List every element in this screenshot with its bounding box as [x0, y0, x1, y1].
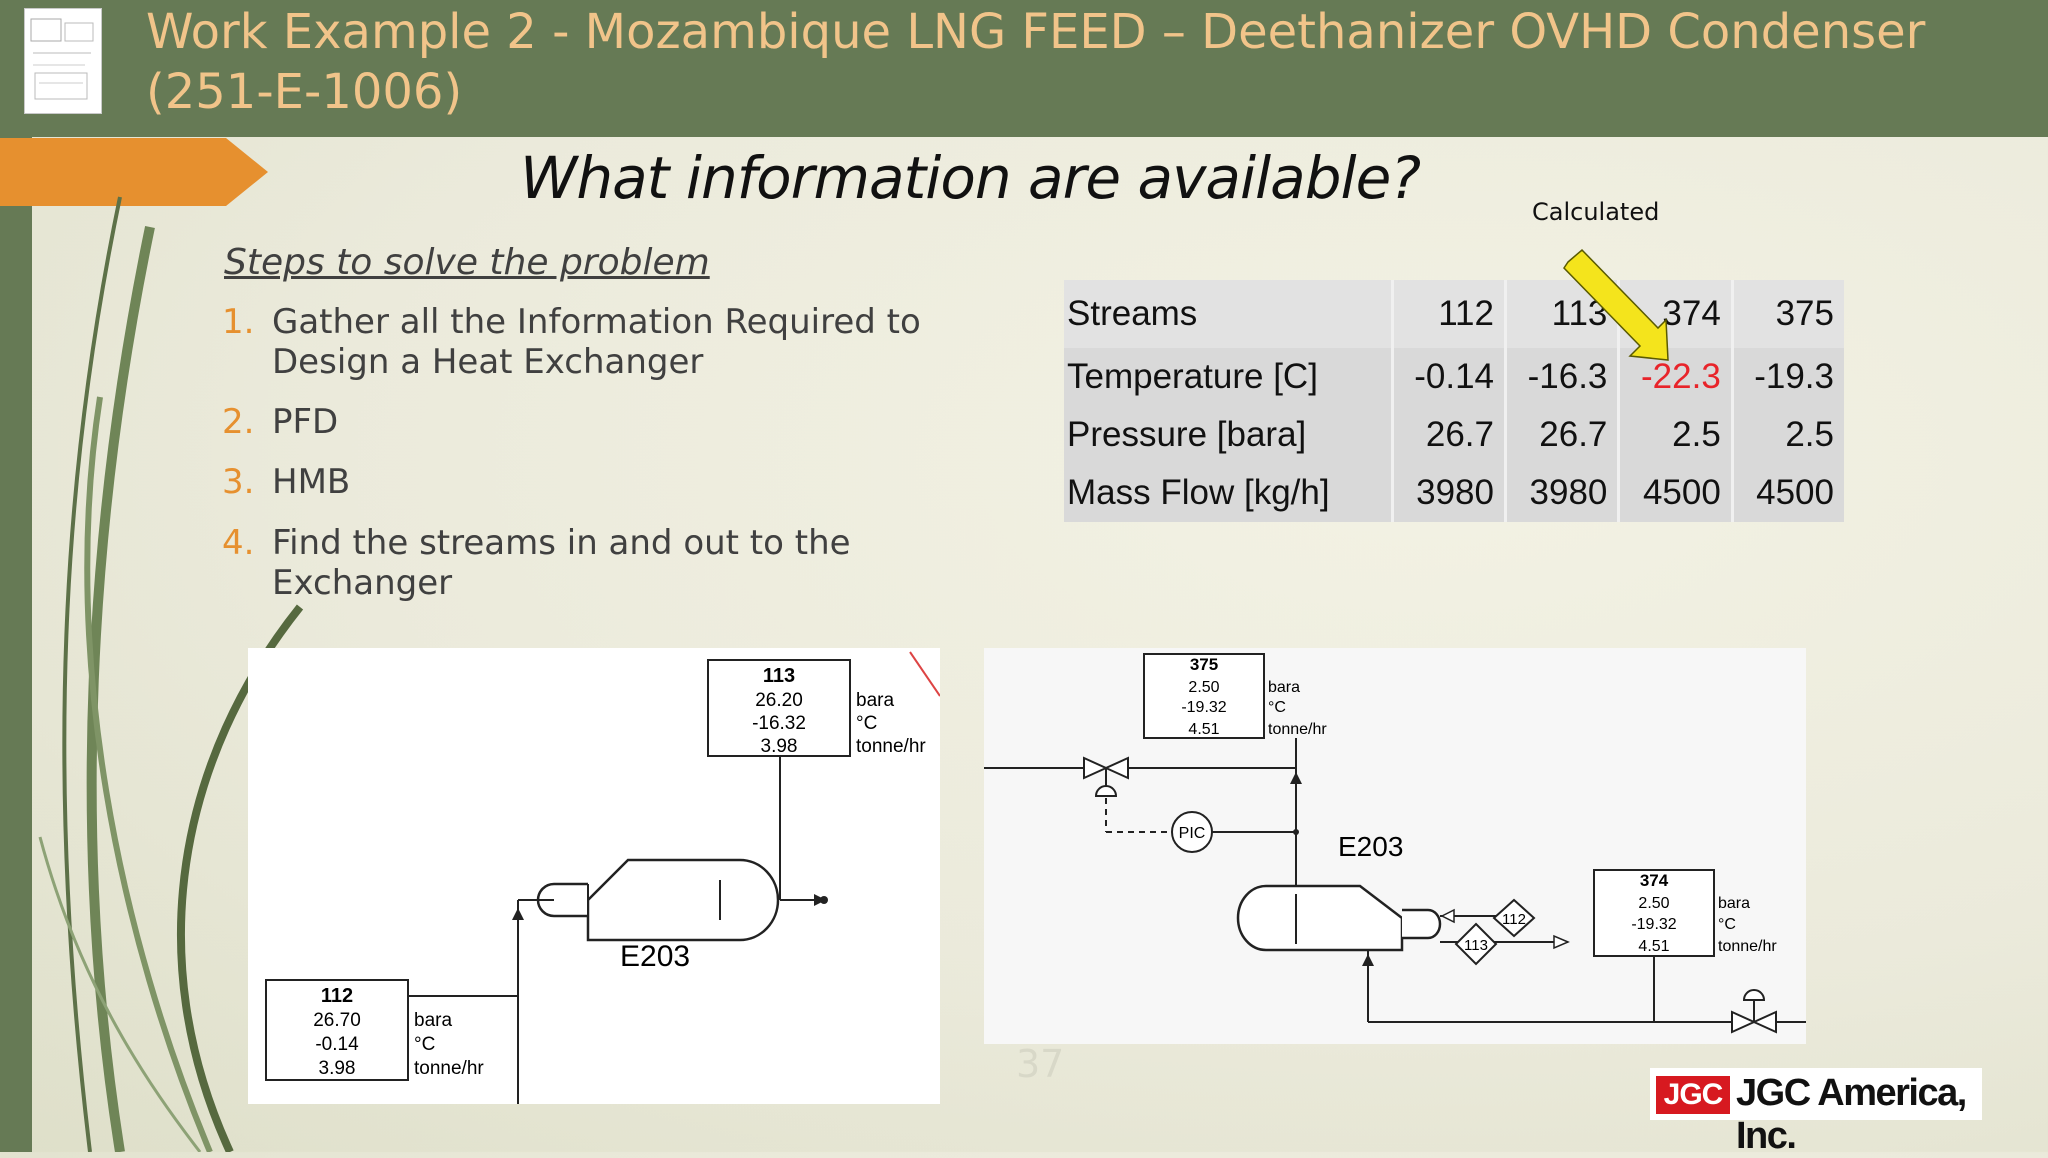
- table-cell: -19.3: [1730, 348, 1844, 407]
- pfd-left-drawing: 113 26.20 -16.32 3.98 bara °C tonne/hr E…: [265, 651, 941, 1104]
- logo-mark: JGC: [1656, 1076, 1730, 1114]
- step-number: 3.: [222, 462, 255, 502]
- stream-unit: °C: [414, 1034, 435, 1055]
- stream-unit: bara: [856, 690, 894, 711]
- stream-value: -19.32: [1631, 916, 1676, 933]
- stream-unit: bara: [1268, 679, 1300, 696]
- table-row: Pressure [bara] 26.7 26.7 2.5 2.5: [1064, 406, 1844, 465]
- table-cell: 26.7: [1503, 406, 1619, 465]
- stream-id: 375: [1190, 655, 1218, 674]
- slide-thumbnail: [24, 8, 102, 114]
- step-text: Gather all the Information Required to D…: [272, 302, 921, 382]
- slide-question: What information are available?: [520, 144, 1421, 212]
- steps-heading: Steps to solve the problem: [224, 242, 710, 283]
- stream-unit: tonne/hr: [1718, 938, 1777, 955]
- table-row: Temperature [C] -0.14 -16.3 -22.3 -19.3: [1064, 348, 1844, 407]
- table-header-cell: 375: [1730, 280, 1844, 349]
- step-text: HMB: [272, 462, 351, 502]
- equipment-label: E203: [1338, 831, 1403, 862]
- stream-value: 3.98: [761, 736, 798, 757]
- stream-value: -0.14: [315, 1034, 359, 1055]
- stream-unit: tonne/hr: [414, 1058, 484, 1079]
- stream-id: 112: [321, 985, 353, 1007]
- orange-arrow-shape: [0, 138, 268, 206]
- thumbnail-diagram-icon: [30, 18, 94, 100]
- table-cell: 26.7: [1390, 406, 1506, 465]
- stream-value: 26.20: [755, 690, 803, 711]
- stream-value: -16.32: [752, 713, 806, 734]
- stream-id: 113: [763, 665, 795, 687]
- stream-value: 3.98: [319, 1058, 356, 1079]
- title-bar: [0, 0, 2048, 137]
- page-number: 37: [1016, 1042, 1065, 1086]
- table-cell: 4500: [1730, 464, 1844, 522]
- step-text: PFD: [272, 402, 339, 442]
- slide-title: Work Example 2 - Mozambique LNG FEED – D…: [146, 4, 1926, 120]
- exchanger-shell: [586, 858, 780, 942]
- table-row-label: Mass Flow [kg/h]: [1067, 473, 1330, 513]
- table-cell: -0.14: [1390, 348, 1506, 407]
- stream-unit: bara: [1718, 895, 1750, 912]
- pfd-left-diagram: 113 26.20 -16.32 3.98 bara °C tonne/hr E…: [248, 648, 941, 1104]
- step-number: 1.: [222, 302, 255, 342]
- step-number: 2.: [222, 402, 255, 442]
- control-valve-icon: [1083, 756, 1109, 780]
- stream-unit: bara: [414, 1010, 452, 1031]
- table-cell: 2.5: [1730, 406, 1844, 465]
- stream-unit: °C: [1268, 699, 1286, 716]
- table-header-row: Streams 112 113 374 375: [1064, 280, 1844, 349]
- stream-data-table: Streams 112 113 374 375 Temperature [C] …: [1064, 280, 1844, 522]
- control-valve-icon: [1731, 1010, 1757, 1034]
- table-cell: 4500: [1617, 464, 1733, 522]
- stream-value: 2.50: [1188, 679, 1219, 696]
- stream-unit: tonne/hr: [1268, 721, 1327, 738]
- table-row-label: Temperature [C]: [1067, 357, 1318, 397]
- left-accent-strip: [0, 137, 32, 1152]
- stream-id: 374: [1640, 871, 1669, 890]
- stream-unit: °C: [1718, 916, 1736, 933]
- step-text: Find the streams in and out to the Excha…: [272, 523, 851, 603]
- calculated-arrow-icon: [1563, 248, 1669, 361]
- table-cell: -16.3: [1503, 348, 1619, 407]
- table-cell: 3980: [1503, 464, 1619, 522]
- table-row: Mass Flow [kg/h] 3980 3980 4500 4500: [1064, 464, 1844, 522]
- stream-value: 2.50: [1638, 895, 1669, 912]
- pfd-right-diagram: 375 2.50 -19.32 4.51 bara °C tonne/hr PI…: [984, 648, 1806, 1044]
- stream-unit: °C: [856, 713, 877, 734]
- stream-unit: tonne/hr: [856, 736, 926, 757]
- stream-value: 4.51: [1638, 938, 1669, 955]
- table-cell: 2.5: [1617, 406, 1733, 465]
- jgc-america-logo: JGC JGC America, Inc.: [1650, 1068, 1982, 1157]
- stream-tag: 112: [1502, 911, 1526, 928]
- step-number: 4.: [222, 523, 255, 563]
- exchanger-shell: [1236, 884, 1404, 952]
- table-row-label: Pressure [bara]: [1067, 415, 1307, 455]
- controller-label: PIC: [1179, 825, 1206, 842]
- logo-name: JGC America, Inc.: [1736, 1072, 1967, 1157]
- stream-value: 26.70: [313, 1010, 361, 1031]
- pfd-right-drawing: 375 2.50 -19.32 4.51 bara °C tonne/hr PI…: [984, 653, 1806, 1034]
- table-cell: 3980: [1390, 464, 1506, 522]
- table-cell-calculated: -22.3: [1617, 348, 1733, 407]
- stream-value: -19.32: [1181, 699, 1226, 716]
- calculated-label: Calculated: [1532, 198, 1660, 226]
- stream-tag: 113: [1464, 937, 1488, 954]
- table-header-cell: 112: [1390, 280, 1506, 349]
- table-header-cell: Streams: [1064, 280, 1393, 349]
- stream-value: 4.51: [1188, 721, 1219, 738]
- equipment-label: E203: [620, 940, 690, 973]
